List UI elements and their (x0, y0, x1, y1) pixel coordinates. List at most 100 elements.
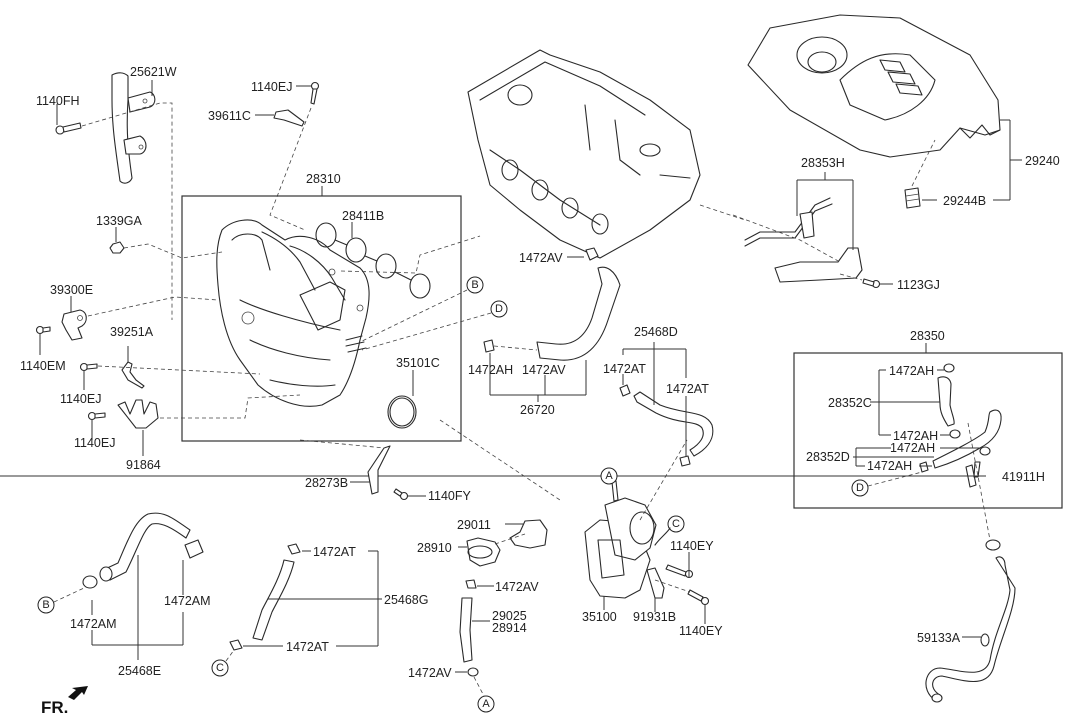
label-41911H[interactable]: 41911H (1002, 470, 1045, 484)
bracket-28273B[interactable] (367, 445, 391, 495)
clamp-1472AV-lo2[interactable] (467, 667, 479, 677)
label-25621W[interactable]: 25621W (130, 65, 177, 79)
bolt-1140FY[interactable] (393, 488, 409, 501)
bolt-1140EJ-top[interactable] (310, 81, 320, 105)
label-1140EJ-low[interactable]: 1140EJ (74, 436, 115, 450)
label-1472AT-g1[interactable]: 1472AT (313, 545, 356, 559)
label-1472AT-g2[interactable]: 1472AT (286, 640, 329, 654)
label-29025[interactable]: 29025 (492, 609, 527, 623)
label-1140EY-b[interactable]: 1140EY (679, 624, 723, 638)
bolt-1123GJ[interactable] (862, 278, 881, 289)
label-28411B[interactable]: 28411B (342, 209, 384, 223)
label-39611C[interactable]: 39611C (208, 109, 251, 123)
sensor-39300E[interactable] (61, 309, 87, 341)
clamp-1472AH-b2[interactable] (949, 429, 961, 439)
label-28352C[interactable]: 28352C (828, 396, 872, 410)
bolt-1140EJ-mid[interactable] (79, 362, 98, 372)
label-1472AV-mid[interactable]: 1472AV (522, 363, 566, 377)
bolt-1140EY-b[interactable] (687, 589, 710, 606)
label-28914[interactable]: 28914 (492, 621, 527, 635)
label-1140EJ-top[interactable]: 1140EJ (251, 80, 292, 94)
label-28352D[interactable]: 28352D (806, 450, 850, 464)
hose-28352D[interactable] (932, 409, 1002, 469)
label-1140EY-a[interactable]: 1140EY (670, 539, 714, 553)
label-1472AM-a[interactable]: 1472AM (70, 617, 117, 631)
label-39251A[interactable]: 39251A (110, 325, 154, 339)
clamp-1472AV-lo1[interactable] (465, 579, 477, 589)
label-25468D[interactable]: 25468D (634, 325, 678, 339)
label-91864[interactable]: 91864 (126, 458, 161, 472)
label-1140EM[interactable]: 1140EM (20, 359, 66, 373)
label-1472AH-mid[interactable]: 1472AH (468, 363, 513, 377)
label-28910[interactable]: 28910 (417, 541, 452, 555)
clamp-bottom-right[interactable] (985, 539, 1001, 551)
clamp-1472AT-g1[interactable] (287, 543, 301, 555)
clamp-1472AH-b1[interactable] (943, 363, 955, 373)
clamp-1472AT-g2[interactable] (229, 639, 243, 651)
label-1339GA[interactable]: 1339GA (96, 214, 143, 228)
label-91931B[interactable]: 91931B (633, 610, 676, 624)
bracket-28353H[interactable] (744, 197, 863, 283)
bolt-1140EJ-low[interactable] (87, 411, 106, 421)
intake-manifold-28310[interactable] (216, 219, 370, 407)
bracket-39251A[interactable] (121, 361, 145, 389)
nut-1339GA[interactable] (109, 241, 125, 254)
label-1472AH-b2[interactable]: 1472AH (893, 429, 938, 443)
clamp-1472AH-b3[interactable] (979, 446, 991, 456)
label-25468G[interactable]: 25468G (384, 593, 428, 607)
label-1472AT-d2[interactable]: 1472AT (666, 382, 709, 396)
label-39300E[interactable]: 39300E (50, 283, 93, 297)
label-1472AM-b[interactable]: 1472AM (164, 594, 211, 608)
label-29011[interactable]: 29011 (457, 518, 491, 532)
clamp-1472AH-mid[interactable] (483, 339, 495, 353)
hose-25468G[interactable] (252, 559, 295, 641)
engine-cover-29240[interactable] (747, 14, 1001, 158)
bracket-91864[interactable] (117, 399, 159, 429)
label-29240[interactable]: 29240 (1025, 154, 1060, 168)
label-1140FH[interactable]: 1140FH (36, 94, 80, 108)
bolt-1140EM[interactable] (35, 325, 51, 335)
throttle-body-35100[interactable] (584, 480, 657, 599)
o-ring-35101C[interactable] (387, 395, 417, 429)
label-28310[interactable]: 28310 (306, 172, 341, 186)
label-1140EJ-mid[interactable]: 1140EJ (60, 392, 101, 406)
label-35100[interactable]: 35100 (582, 610, 617, 624)
label-1123GJ[interactable]: 1123GJ (897, 278, 940, 292)
purge-valve-28910[interactable] (466, 537, 501, 567)
label-28353H[interactable]: 28353H (801, 156, 845, 170)
clamp-1472AT-d2[interactable] (679, 455, 691, 467)
label-59133A[interactable]: 59133A (917, 631, 961, 645)
label-1472AH-b3[interactable]: 1472AH (890, 441, 935, 455)
label-29244B[interactable]: 29244B (943, 194, 986, 208)
label-28350[interactable]: 28350 (910, 329, 945, 343)
label-28273B[interactable]: 28273B (305, 476, 348, 490)
label-1472AV-lo1[interactable]: 1472AV (495, 580, 539, 594)
label-1140FY[interactable]: 1140FY (428, 489, 472, 503)
label-1472AV-top[interactable]: 1472AV (519, 251, 563, 265)
label-1472AV-lo2[interactable]: 1472AV (408, 666, 452, 680)
cover-29011[interactable] (509, 519, 548, 549)
clamp-1472AT-d1[interactable] (619, 384, 631, 397)
clamp-1472AV-top[interactable] (585, 247, 599, 261)
label-1472AH-b1[interactable]: 1472AH (889, 364, 934, 378)
clamp-1472AM-a[interactable] (82, 575, 98, 589)
hose-29025-28914[interactable] (459, 597, 473, 663)
label-1472AT-d1[interactable]: 1472AT (603, 362, 646, 376)
hose-59133A[interactable] (925, 556, 1016, 703)
hose-25468E[interactable] (99, 512, 191, 582)
label-1472AH-b4[interactable]: 1472AH (867, 459, 912, 473)
water-pipe-25621W[interactable] (111, 72, 156, 184)
gasket-28411B[interactable] (315, 222, 431, 299)
bolt-1140FH[interactable] (55, 122, 82, 135)
hose-26720[interactable] (536, 266, 621, 361)
label-35101C[interactable]: 35101C (396, 356, 440, 370)
clamp-1472AH-b4[interactable] (919, 461, 929, 473)
bracket-91931B[interactable] (646, 567, 665, 599)
label-26720[interactable]: 26720 (520, 403, 555, 417)
label-25468E[interactable]: 25468E (118, 664, 161, 678)
clip-59133A[interactable] (980, 633, 990, 647)
hose-25468D[interactable] (633, 391, 714, 457)
grommet-29244B[interactable] (904, 187, 921, 209)
hose-28352C[interactable] (937, 376, 955, 427)
clamp-1472AM-b[interactable] (184, 539, 204, 559)
